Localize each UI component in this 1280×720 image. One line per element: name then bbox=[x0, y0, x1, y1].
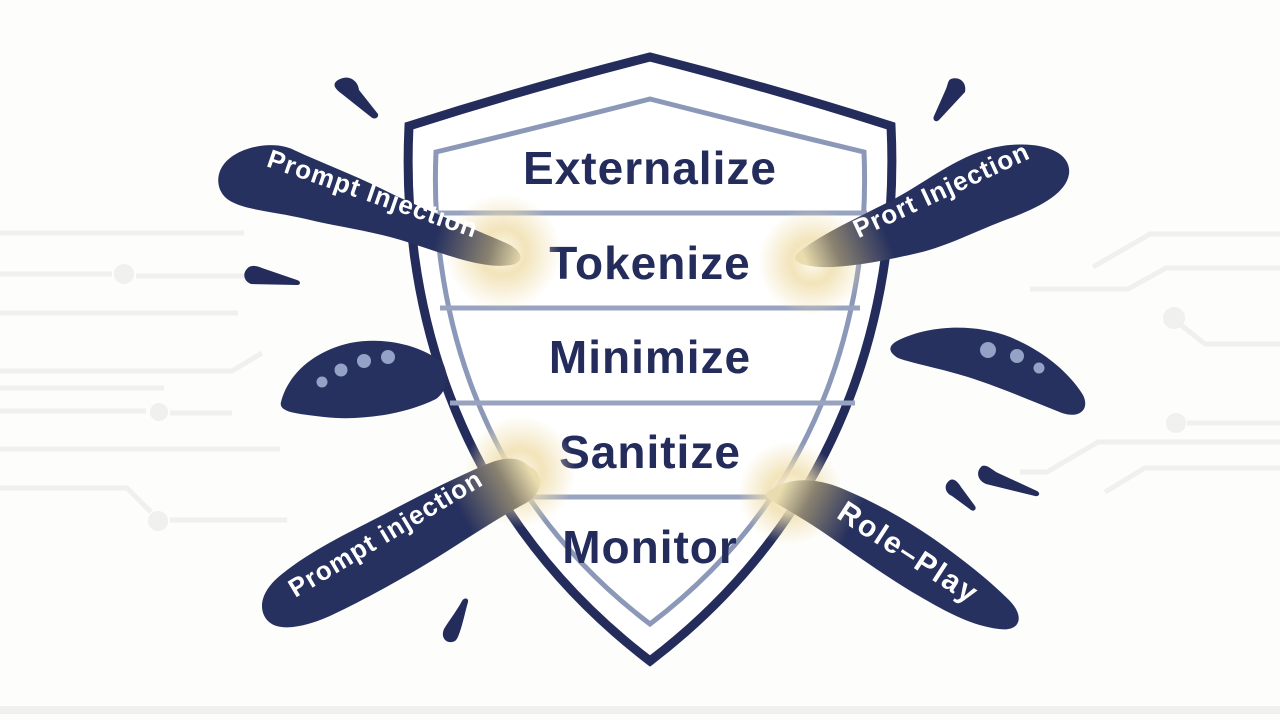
sucker-dot bbox=[1033, 362, 1045, 374]
splash-drop bbox=[244, 265, 300, 285]
sucker-dot bbox=[1010, 349, 1024, 363]
circuit-trace bbox=[1030, 265, 1280, 292]
circuit-node bbox=[1166, 413, 1186, 433]
shield-layer-4-label: Sanitize bbox=[559, 426, 741, 478]
sucker-dot bbox=[357, 354, 371, 368]
circuit-node bbox=[114, 264, 134, 284]
tentacle-mid-right bbox=[890, 327, 1086, 415]
splash-droplets bbox=[244, 77, 1040, 643]
tentacle-mid-left bbox=[280, 340, 447, 419]
circuit-trace bbox=[1020, 439, 1280, 475]
circuit-node bbox=[150, 403, 168, 421]
circuit-trace bbox=[1179, 323, 1280, 347]
shield-layer-1-label: Externalize bbox=[523, 142, 777, 194]
circuit-background bbox=[0, 230, 1280, 714]
splash-drop bbox=[945, 479, 976, 511]
tentacle-bottom-left bbox=[261, 458, 541, 628]
circuit-trace bbox=[1091, 231, 1280, 270]
shield-layer-2-label: Tokenize bbox=[549, 237, 750, 289]
tentacle-bottom-right bbox=[766, 480, 1019, 630]
shield-layer-5-label: Monitor bbox=[562, 521, 738, 573]
sucker-dot bbox=[334, 363, 348, 377]
circuit-trace bbox=[0, 485, 153, 514]
splash-drop bbox=[933, 78, 966, 122]
shield-layer-3-label: Minimize bbox=[549, 331, 751, 383]
sucker-dot bbox=[316, 376, 328, 388]
circuit-node bbox=[1163, 307, 1185, 329]
sucker-dot bbox=[381, 350, 395, 364]
splash-drop bbox=[978, 465, 1040, 497]
tentacle-top-right bbox=[795, 144, 1070, 268]
splash-drop bbox=[442, 598, 469, 643]
circuit-trace bbox=[1103, 465, 1280, 495]
tentacle-top-left bbox=[218, 145, 521, 266]
splash-drop bbox=[334, 77, 379, 119]
circuit-trace bbox=[0, 350, 264, 374]
bottom-band bbox=[0, 706, 1280, 714]
shield-inner-outline bbox=[432, 96, 868, 628]
sucker-dot bbox=[980, 342, 996, 358]
shield: Externalize Tokenize Minimize Sanitize M… bbox=[403, 52, 897, 667]
circuit-node bbox=[148, 511, 168, 531]
